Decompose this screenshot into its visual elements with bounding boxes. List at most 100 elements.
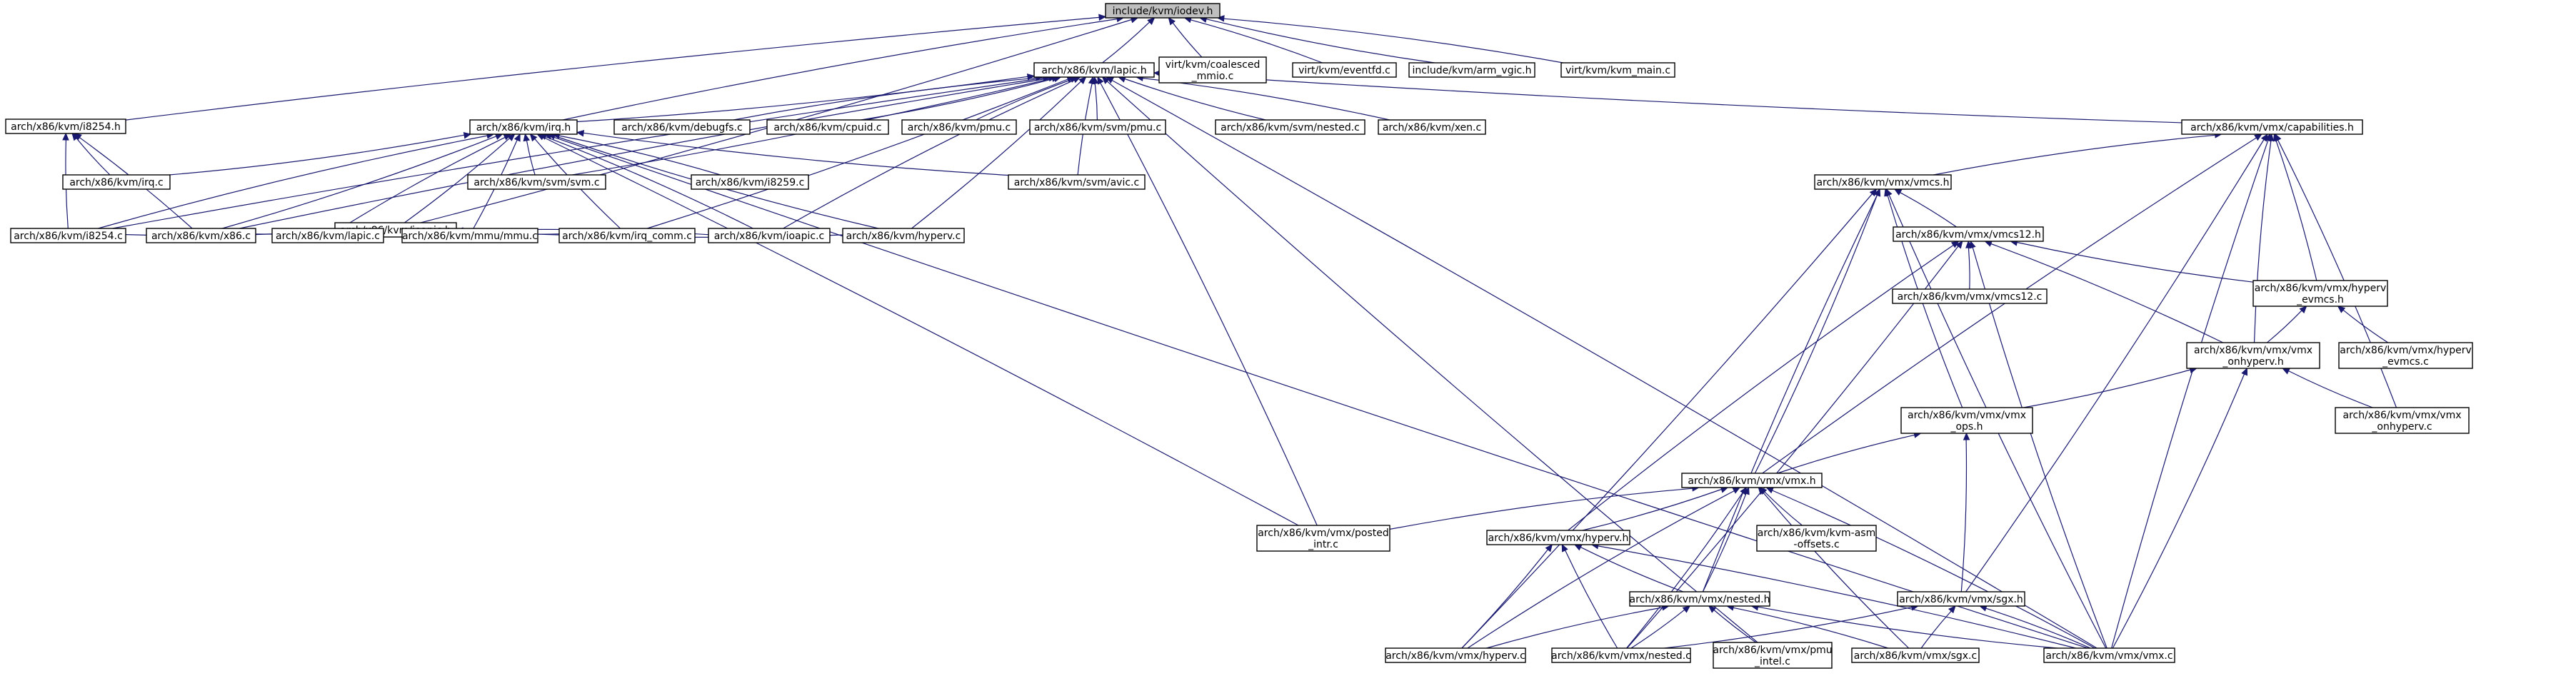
edge-line (562, 19, 1118, 121)
node-label: arch/x86/kvm/svm/pmu.c (1034, 122, 1161, 133)
node-lapic-h[interactable]: arch/x86/kvm/lapic.h (1033, 62, 1155, 78)
node-lapic-c[interactable]: arch/x86/kvm/lapic.c (271, 228, 384, 243)
node-svm-pmu[interactable]: arch/x86/kvm/svm/pmu.c (1029, 119, 1166, 135)
node-kvm-main[interactable]: virt/kvm/kvm_main.c (1560, 62, 1675, 78)
node-box (1385, 647, 1526, 663)
edge-lapic_h-to-sodev_h (1102, 17, 1156, 64)
node-irq-c[interactable]: arch/x86/kvm/irq.c (62, 174, 171, 190)
node-label: arch/x86/kvm/vmx/vmcs12.h (1895, 229, 2041, 241)
node-vmcs-h[interactable]: arch/x86/kvm/vmx/vmcs.h (1814, 174, 1952, 190)
node-pmu-intel[interactable]: arch/x86/kvm/vmx/pmu_intel.c (1713, 642, 1833, 669)
node-debugfs[interactable]: arch/x86/kvm/debugfs.c (613, 119, 751, 135)
node-eventfd[interactable]: virt/kvm/eventfd.c (1292, 62, 1397, 78)
node-label: arch/x86/kvm/cpuid.c (773, 122, 881, 133)
node-coalesced-mmio[interactable]: virt/kvm/coalesced_mmio.c (1158, 56, 1267, 84)
node-capabilities-h[interactable]: arch/x86/kvm/vmx/capabilities.h (2181, 119, 2363, 135)
node-vmx-ops-h[interactable]: arch/x86/kvm/vmx/vmx_ops.h (1900, 407, 2033, 434)
node-avic[interactable]: arch/x86/kvm/svm/avic.c (1008, 174, 1146, 190)
edge-line (2253, 140, 2272, 343)
node-asm-offsets[interactable]: arch/x86/kvm/kvm-asm-offsets.c (1756, 525, 1877, 552)
node-sgx-c[interactable]: arch/x86/kvm/vmx/sgx.c (1851, 647, 1980, 663)
edge-nested_h-to-vmcs_h (1702, 188, 1880, 592)
edge-line (2275, 140, 2317, 281)
edge-arrowhead (1948, 605, 1956, 614)
node-label: arch/x86/kvm/ioapic.c (714, 231, 825, 242)
edge-line (1968, 247, 1970, 290)
node-box (401, 228, 538, 243)
node-x86-c[interactable]: arch/x86/kvm/x86.c (146, 228, 256, 243)
edge-arm_vgic-to-sodev_h (1199, 16, 1435, 64)
node-i8254-c[interactable]: arch/x86/kvm/i8254.c (10, 228, 126, 243)
edge-line (1486, 607, 1663, 649)
node-sgx-h[interactable]: arch/x86/kvm/vmx/sgx.h (1897, 591, 2025, 607)
edge-avic-to-irq_h (576, 130, 1009, 176)
node-vmcs12-c[interactable]: arch/x86/kvm/vmx/vmcs12.c (1892, 288, 2048, 304)
node-onhyperv-c[interactable]: arch/x86/kvm/vmx/vmx_onhyperv.c (2335, 407, 2470, 434)
node-svm-nested[interactable]: arch/x86/kvm/svm/nested.c (1215, 119, 1365, 135)
edge-kvm_main-to-sodev_h (1216, 15, 1563, 64)
edge-vmx_c-to-vmx_h (1765, 487, 2095, 649)
node-sodev-h[interactable]: include/kvm/iodev.h (1105, 3, 1221, 19)
node-hyperv-c[interactable]: arch/x86/kvm/hyperv.c (842, 228, 965, 243)
edge-line (1626, 246, 1959, 649)
edge-line (1764, 491, 1803, 526)
edge-vmcs_h-to-capabilities_h (1933, 131, 2222, 176)
edge-line (1102, 21, 1151, 64)
node-svm-c[interactable]: arch/x86/kvm/svm/svm.c (467, 174, 606, 190)
edge-vmx_h-to-vmcs_h (1754, 188, 1881, 474)
node-onhyperv-h[interactable]: arch/x86/kvm/vmx/vmx_onhyperv.h (2186, 342, 2320, 369)
node-box (691, 174, 809, 190)
node-box (2186, 342, 2320, 369)
node-mmu-c[interactable]: arch/x86/kvm/mmu/mmu.c (401, 228, 538, 243)
node-i8259[interactable]: arch/x86/kvm/i8259.c (691, 174, 809, 190)
edge-sgx_h-to-vmx_ops_h (1960, 432, 1970, 592)
node-vmx-hyperv-c[interactable]: arch/x86/kvm/vmx/hyperv.c (1385, 647, 1526, 663)
node-box (5, 118, 126, 134)
node-hyperv-evmcs-h[interactable]: arch/x86/kvm/vmx/hyperv_evmcs.h (2252, 280, 2388, 307)
edge-line (125, 16, 1100, 121)
node-label: arch/x86/kvm/mmu/mmu.c (402, 231, 538, 242)
edge-onhyperv_c-to-onhyperv_h (2282, 368, 2373, 408)
edge-capabilities_h-to-lapic_h (1153, 69, 2182, 123)
node-irq-comm[interactable]: arch/x86/kvm/irq_comm.c (558, 228, 696, 243)
edge-posted_intr-to-irq_h (536, 133, 1299, 526)
edge-vmx_c-to-nested_h (1750, 604, 2058, 649)
node-cpuid[interactable]: arch/x86/kvm/cpuid.c (766, 119, 889, 135)
edge-line (1777, 434, 1915, 474)
edge-line (1972, 247, 2108, 649)
edge-line (1582, 488, 1722, 531)
node-nested-h[interactable]: arch/x86/kvm/vmx/nested.h (1629, 591, 1770, 607)
edge-line (404, 138, 510, 223)
edge-line (1772, 490, 2095, 649)
dependency-nodes: include/kvm/iodev.h arch/x86/kvm/i8254.h a… (5, 3, 2473, 669)
node-arm-vgic[interactable]: include/kvm/arm_vgic.h (1408, 62, 1535, 78)
edge-arrowhead (463, 132, 472, 139)
edge-arrowhead (2337, 306, 2346, 313)
node-nested-c[interactable]: arch/x86/kvm/vmx/nested.c (1551, 647, 1691, 663)
node-box (467, 174, 606, 190)
node-ioapic-c[interactable]: arch/x86/kvm/ioapic.c (708, 228, 831, 243)
edge-nested_c-to-vmx_h (1626, 486, 1748, 649)
node-vmx-c[interactable]: arch/x86/kvm/vmx/vmx.c (2043, 647, 2175, 663)
node-pmu-c[interactable]: arch/x86/kvm/pmu.c (901, 119, 1017, 135)
edge-line (1920, 610, 1952, 649)
node-label: arch/x86/kvm/vmx/hyperv (2255, 283, 2387, 294)
node-xen-c[interactable]: arch/x86/kvm/xen.c (1378, 119, 1486, 135)
edge-line (1626, 492, 1743, 649)
node-irq-h[interactable]: arch/x86/kvm/irq.h (469, 119, 578, 135)
node-label: arch/x86/kvm/hyperv.c (846, 231, 961, 242)
node-vmcs12-h[interactable]: arch/x86/kvm/vmx/vmcs12.h (1893, 226, 2044, 242)
node-label: arch/x86/kvm/lapic.h (1041, 65, 1146, 76)
edge-line (1933, 134, 2215, 176)
node-vmx-hyperv-h[interactable]: arch/x86/kvm/vmx/hyperv.h (1486, 530, 1630, 545)
node-hyperv-evmcs-c[interactable]: arch/x86/kvm/vmx/hyperv_evmcs.c (2338, 342, 2473, 369)
node-box (1897, 591, 2025, 607)
node-label: arch/x86/kvm/vmx/vmx (1908, 410, 2026, 421)
edge-line (1111, 79, 2098, 649)
node-label: arch/x86/kvm/vmx/posted (1258, 528, 1389, 539)
node-posted-intr[interactable]: arch/x86/kvm/vmx/posted_intr.c (1256, 525, 1390, 552)
node-vmx-h[interactable]: arch/x86/kvm/vmx/vmx.h (1681, 473, 1823, 488)
edge-arrowhead (1682, 605, 1691, 613)
node-i8254-h[interactable]: arch/x86/kvm/i8254.h (5, 118, 126, 134)
node-label: arch/x86/kvm/vmx/capabilities.h (2190, 122, 2354, 133)
